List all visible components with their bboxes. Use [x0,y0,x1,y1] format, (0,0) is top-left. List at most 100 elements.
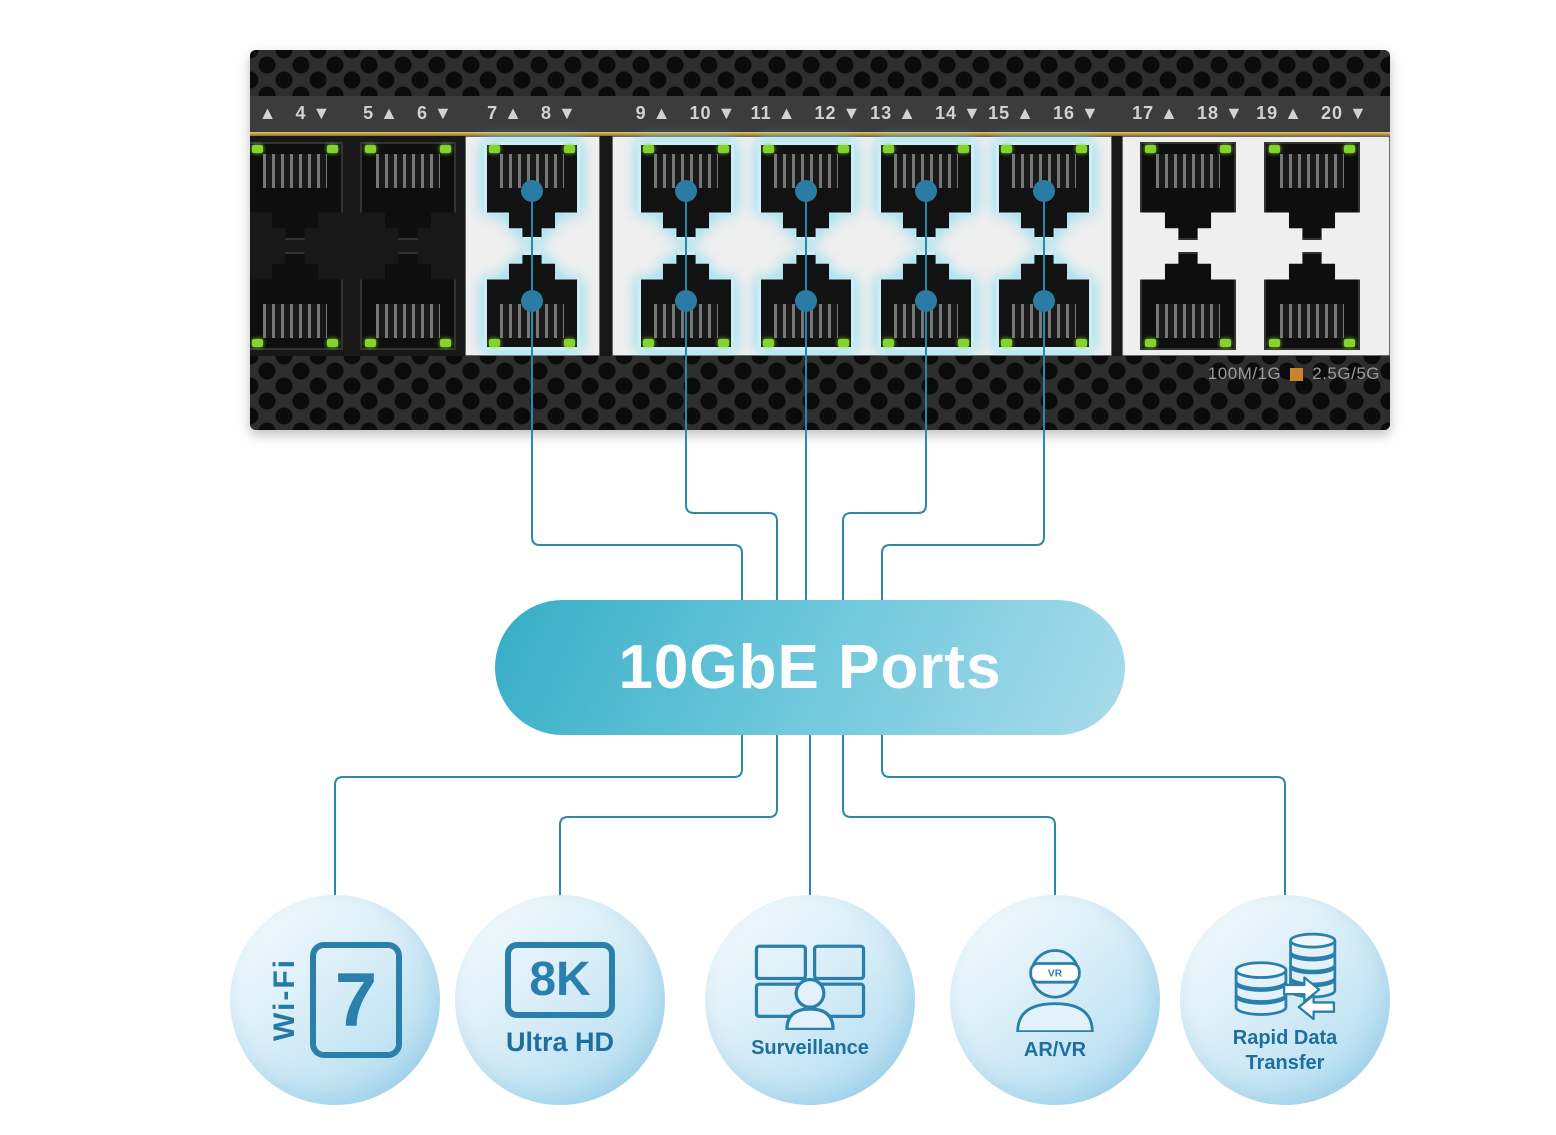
switch-accent-line [250,132,1390,136]
port-number: 5 ▲ [363,103,399,123]
port-led-left [252,339,263,347]
port-led-right [958,145,969,153]
switch-bottom-vent: 100M/1G 2.5G/5G [250,356,1390,430]
port-led-left [252,145,263,153]
port-led-right [1076,145,1087,153]
rj45-jack-opening [878,252,974,350]
rj45-port [1264,252,1360,350]
port-number: 16 ▼ [1053,103,1100,123]
port-number: 18 ▼ [1197,103,1244,123]
rj45-jack-opening [996,252,1092,350]
rj45-port [1264,142,1360,240]
rj45-jack-opening [484,252,580,350]
port-number: 13 ▲ [870,103,917,123]
rj45-port-10gbe [638,252,734,350]
wifi7-number: 7 [310,942,402,1058]
connector-pill-to-feature [881,720,1286,905]
port-number-label: ▲4 ▼ [250,103,350,124]
10gbe-ports-pill: 10GbE Ports [495,600,1125,735]
port-led-left [365,339,376,347]
port-led-left [1001,145,1012,153]
port-number: 9 ▲ [635,103,672,123]
rj45-port-10gbe [484,142,580,240]
port-number: 10 ▼ [689,103,737,123]
port-number-label: 5 ▲ 6 ▼ [353,103,463,124]
rj45-pins [500,304,564,338]
port-led-right [1220,339,1231,347]
rj45-port [250,142,343,240]
rj45-port-10gbe [758,142,854,240]
rj45-jack-opening [250,252,343,350]
rj45-pins [1012,154,1076,188]
rj45-port-10gbe [878,142,974,240]
surveillance-monitors-person-icon [754,944,866,1030]
port-number: ▲ [258,103,278,123]
switch-top-vent [250,50,1390,96]
rj45-port-10gbe [638,142,734,240]
rj45-jack-opening [250,142,343,240]
rj45-port [360,252,456,350]
port-led-right [718,145,729,153]
port-led-right [718,339,729,347]
port-led-right [1076,339,1087,347]
ar-vr-label: AR/VR [1023,1038,1087,1061]
port-led-left [489,339,500,347]
port-number-label: 17 ▲ 18 ▼ [1132,103,1244,124]
port-number: 20 ▼ [1321,103,1368,123]
feature-8k-ultra-hd: 8K Ultra HD [455,895,665,1105]
port-led-right [564,145,575,153]
rj45-pins [1280,154,1344,188]
rj45-jack-opening [758,252,854,350]
rj45-jack-opening [638,252,734,350]
feature-rapid-data-transfer: Rapid Data Transfer [1180,895,1390,1105]
port-number: 19 ▲ [1256,103,1303,123]
rj45-port-10gbe [996,252,1092,350]
rj45-pins [376,154,440,188]
port-led-left [489,145,500,153]
port-led-right [838,339,849,347]
ultra-hd-label: Ultra HD [505,1027,614,1057]
port-number: 12 ▼ [814,103,862,123]
rj45-pins [1280,304,1344,338]
rj45-port-10gbe [878,252,974,350]
rj45-jack-opening [1264,252,1360,350]
rj45-pins [263,154,327,188]
port-number-label: 7 ▲8 ▼ [477,103,587,124]
vr-headset-person-icon: VR [1016,948,1094,1032]
port-led-left [763,145,774,153]
port-led-right [327,145,338,153]
port-led-right [1220,145,1231,153]
rj45-port [1140,142,1236,240]
port-number: 8 ▼ [541,103,577,123]
port-number: 17 ▲ [1132,103,1179,123]
legend-label-2-5g-5g: 2.5G/5G [1312,364,1380,383]
rj45-pins [654,304,718,338]
connector-pill-to-feature [842,720,1056,905]
rj45-port [1140,252,1236,350]
feature-wifi7: Wi-Fi 7 [230,895,440,1105]
port-number: 6 ▼ [417,103,453,123]
connector-pill-to-feature [559,720,778,905]
port-led-left [763,339,774,347]
rj45-jack-opening [758,142,854,240]
rj45-port [360,142,456,240]
port-led-left [883,339,894,347]
surveillance-label: Surveillance [751,1036,869,1059]
port-led-right [1344,339,1355,347]
rj45-port-10gbe [996,142,1092,240]
rj45-port-10gbe [484,252,580,350]
wifi7-badge: Wi-Fi 7 [268,942,402,1058]
rj45-jack-opening [360,142,456,240]
port-led-left [643,145,654,153]
legend-label-100m-1g: 100M/1G [1207,364,1282,383]
port-led-right [1344,145,1355,153]
port-number: 11 ▲ [750,103,797,123]
rj45-pins [654,154,718,188]
rj45-pins [774,304,838,338]
network-switch: ▲4 ▼5 ▲6 ▼7 ▲8 ▼9 ▲10 ▼11 ▲12 ▼13 ▲14 ▼1… [250,50,1390,430]
database-transfer-icon [1234,932,1337,1020]
rapid-data-transfer-label: Rapid Data Transfer [1232,1027,1338,1074]
wifi-vertical-label: Wi-Fi [268,958,301,1042]
rj45-pins [500,154,564,188]
